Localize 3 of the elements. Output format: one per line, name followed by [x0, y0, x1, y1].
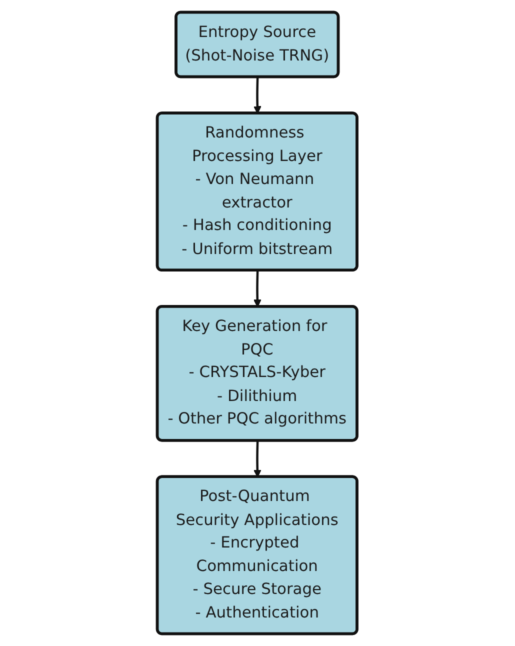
arrow [254, 440, 262, 478]
arrow [254, 77, 262, 114]
arrow [254, 270, 262, 308]
